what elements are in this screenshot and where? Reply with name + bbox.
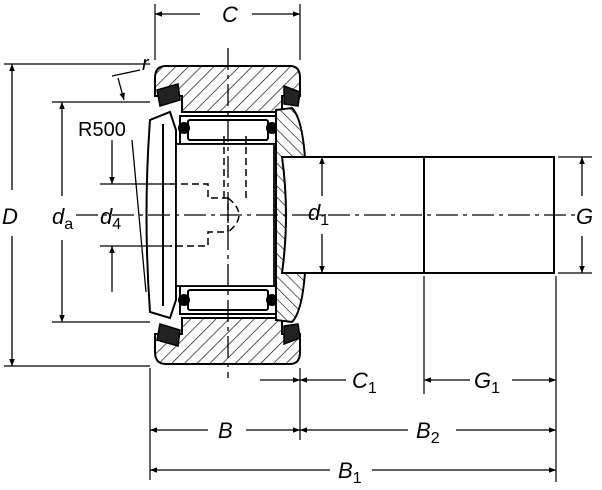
- shaft-body: [280, 156, 425, 274]
- dimension-labels: C r R500 D da d4 d1 G C1 G1 B B2 B1: [2, 2, 593, 487]
- extension-lines: [4, 4, 592, 482]
- label-c1: C1: [352, 368, 377, 397]
- label-r: r: [142, 53, 150, 75]
- center-lines: [76, 48, 577, 378]
- label-b: B: [218, 418, 233, 443]
- label-d4: d4: [100, 204, 121, 233]
- label-g1: G1: [474, 368, 500, 397]
- label-c: C: [222, 2, 238, 27]
- label-d-outer: D: [2, 204, 18, 229]
- label-b1: B1: [338, 458, 362, 487]
- dimension-lines: [9, 11, 585, 473]
- label-g: G: [576, 204, 593, 229]
- label-r500: R500: [78, 119, 126, 141]
- label-d1: d1: [308, 200, 329, 229]
- seals: [156, 83, 301, 347]
- label-b2: B2: [416, 418, 440, 447]
- label-da: da: [52, 204, 73, 233]
